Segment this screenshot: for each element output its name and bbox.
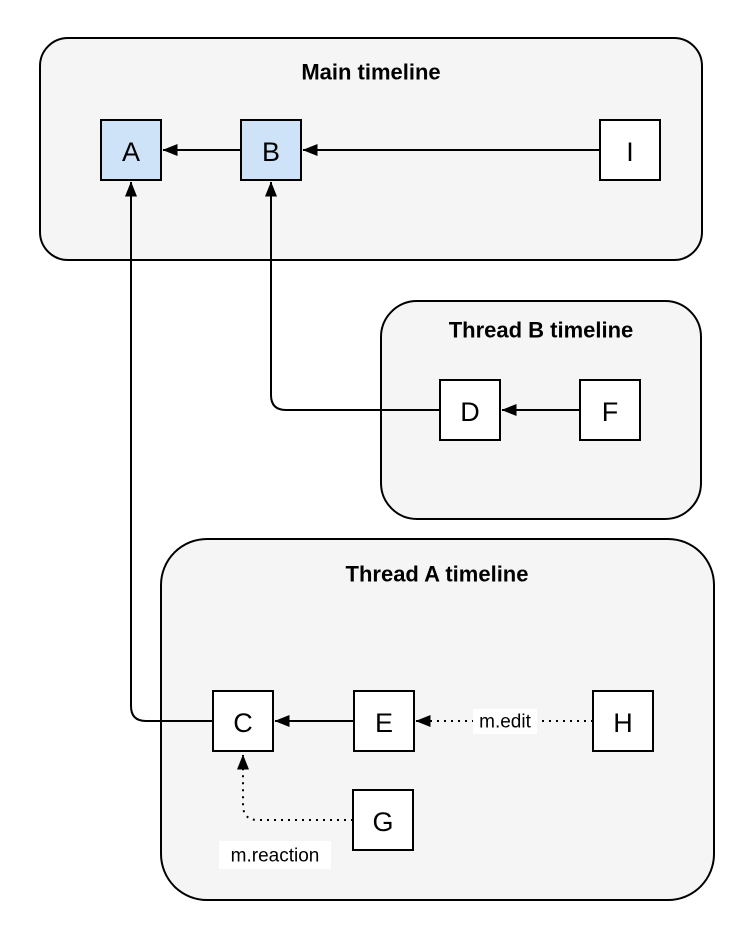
edge-c-to-a <box>125 181 213 722</box>
node-d: D <box>439 379 501 441</box>
main-timeline-title: Main timeline <box>301 60 440 85</box>
node-b: B <box>240 119 302 181</box>
node-h: H <box>592 690 654 752</box>
node-h-box <box>592 690 654 752</box>
edge-label-m-edit: m.edit <box>473 709 537 734</box>
node-c-label: C <box>233 708 253 738</box>
node-g-label: G <box>372 807 393 837</box>
node-e-label: E <box>375 708 393 738</box>
node-i: I <box>599 119 661 181</box>
node-d-box <box>439 379 501 441</box>
node-c: C <box>212 690 274 752</box>
node-b-label: B <box>262 137 280 167</box>
thread-a-timeline-group: Thread A timeline <box>160 538 715 901</box>
node-i-label: I <box>626 137 634 167</box>
edge-label-m-reaction-bg <box>219 841 331 869</box>
edge-label-m-edit-text: m.edit <box>479 712 531 733</box>
thread-a-timeline-title: Thread A timeline <box>346 562 529 587</box>
node-a: A <box>100 119 162 181</box>
node-g: G <box>352 789 414 851</box>
node-c-box <box>212 690 274 752</box>
node-i-box <box>599 119 661 181</box>
thread-b-timeline-title: Thread B timeline <box>449 318 634 343</box>
edge-d-to-b <box>265 181 440 411</box>
node-g-box <box>352 789 414 851</box>
thread-a-timeline-container <box>160 538 715 901</box>
node-f-box <box>579 379 641 441</box>
node-b-box <box>240 119 302 181</box>
node-h-label: H <box>613 708 633 738</box>
node-f: F <box>579 379 641 441</box>
node-e: E <box>353 690 415 752</box>
node-f-label: F <box>602 397 619 427</box>
edge-label-m-reaction-text: m.reaction <box>231 846 320 867</box>
edge-label-m-reaction: m.reaction <box>219 841 331 869</box>
node-e-box <box>353 690 415 752</box>
node-a-label: A <box>122 137 140 167</box>
node-d-label: D <box>460 397 480 427</box>
node-a-box <box>100 119 162 181</box>
edge-label-m-edit-bg <box>473 709 537 734</box>
edge-g-to-c <box>237 754 353 821</box>
